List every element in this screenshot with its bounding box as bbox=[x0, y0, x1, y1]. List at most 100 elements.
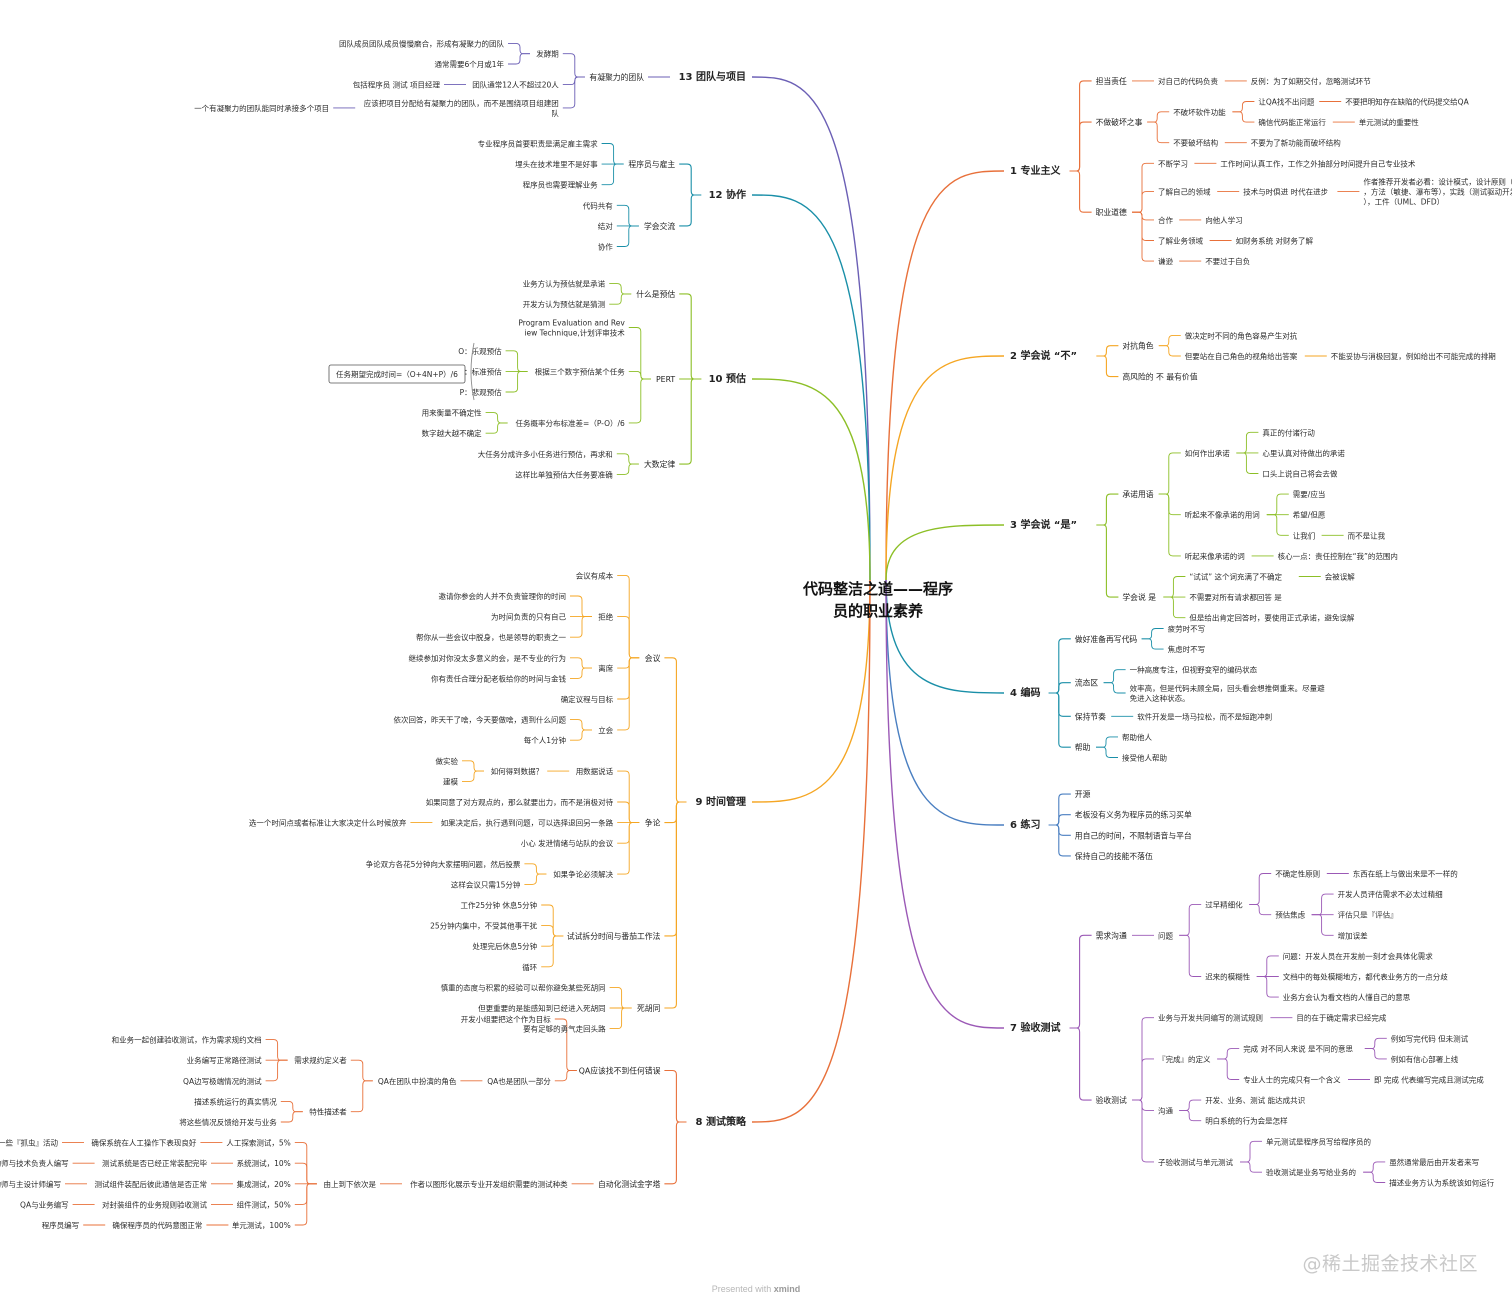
subtopic-l4-1[interactable]: 自动化测试金字塔 bbox=[598, 1179, 661, 1189]
subtopic-l3-0-1-2[interactable]: 帮你从一些会议中脱身，也是领导的职责之一 bbox=[416, 632, 566, 642]
subtopic-l3-3-2[interactable]: 要有足够的勇气走回头路 bbox=[523, 1024, 606, 1034]
subtopic-r2-1-1[interactable]: 不需要对所有请求都回答 是 bbox=[1189, 592, 1282, 602]
subtopic-l1-1[interactable]: 学会交流 bbox=[644, 221, 675, 231]
subtopic-r0-0-0-0[interactable]: 反例：为了如期交付，忽略测试环节 bbox=[1251, 76, 1371, 86]
subtopic-r3-1[interactable]: 流态区 bbox=[1075, 678, 1099, 688]
subtopic-r0-2-0-0[interactable]: 工作时间认真工作，工作之外抽部分时间提升自己专业技术 bbox=[1220, 158, 1415, 168]
subtopic-l4-1-0-0-1-0-0[interactable]: 系统架构师与技术负责人编写 bbox=[0, 1158, 69, 1168]
main-topic-r4[interactable]: 6 练习 bbox=[1010, 818, 1040, 831]
subtopic-l0-0-2-0[interactable]: 一个有凝聚力的团队能同时承接多个项目 bbox=[194, 103, 329, 113]
subtopic-r2-1[interactable]: 学会说 是 bbox=[1122, 592, 1156, 602]
subtopic-l4-1-0-0-4-0[interactable]: 确保程序员的代码意图正常 bbox=[112, 1220, 202, 1230]
subtopic-l2-1-1-0[interactable]: O：乐观预估 bbox=[458, 346, 502, 356]
subtopic-r2-0-2[interactable]: 听起来像承诺的词 bbox=[1185, 551, 1245, 561]
subtopic-l4-0-1-0-0-1[interactable]: 业务编写正常路径测试 bbox=[187, 1055, 262, 1065]
subtopic-l3-1-0-0-1[interactable]: 建模 bbox=[443, 776, 458, 786]
subtopic-l3-2-3[interactable]: 循环 bbox=[522, 962, 537, 972]
main-topic-l2[interactable]: 10 预估 bbox=[709, 372, 746, 385]
main-topic-l3[interactable]: 9 时间管理 bbox=[696, 795, 746, 808]
subtopic-r5-1-3-1[interactable]: 验收测试是业务写给业务的 bbox=[1266, 1167, 1356, 1177]
subtopic-l3-0-2[interactable]: 离席 bbox=[598, 663, 613, 673]
subtopic-l4-0-1-0-1[interactable]: 特性描述者 bbox=[309, 1107, 347, 1117]
subtopic-r0-1-1[interactable]: 不要破坏结构 bbox=[1173, 138, 1218, 148]
subtopic-r5-1-3[interactable]: 子验收测试与单元测试 bbox=[1158, 1157, 1233, 1167]
subtopic-l3-0-4[interactable]: 立会 bbox=[598, 725, 613, 735]
subtopic-r5-1-1-1[interactable]: 专业人士的完成只有一个含义 bbox=[1243, 1075, 1341, 1085]
subtopic-l2-1-1-2[interactable]: P：悲观预估 bbox=[460, 387, 503, 397]
subtopic-r0-2-1-0[interactable]: 技术与时俱进 时代在进步 bbox=[1243, 187, 1328, 197]
subtopic-r4-0[interactable]: 开源 bbox=[1075, 790, 1091, 799]
subtopic-l4-1-0-0-2[interactable]: 集成测试，20% bbox=[237, 1179, 291, 1189]
subtopic-l3-0-4-0[interactable]: 依次回答，昨天干了啥，今天要做啥，遇到什么问题 bbox=[394, 715, 567, 725]
subtopic-l4-1-0-0-3-0-0[interactable]: QA与业务编写 bbox=[20, 1199, 69, 1209]
subtopic-r5-1-1-1-0[interactable]: 即 完成 代表编写完成且测试完成 bbox=[1374, 1075, 1484, 1085]
subtopic-r0-2-2-0[interactable]: 向他人学习 bbox=[1205, 215, 1243, 225]
subtopic-r2-0-1-2[interactable]: 让我们 bbox=[1293, 530, 1316, 540]
subtopic-r0-2-1[interactable]: 了解自己的领域 bbox=[1158, 187, 1211, 197]
subtopic-l3-3-1[interactable]: 但更重要的是能感知到已经进入死胡同 bbox=[478, 1003, 606, 1013]
subtopic-r5-1-1-0[interactable]: 完成 对不同人来说 是不同的意思 bbox=[1243, 1044, 1353, 1054]
subtopic-r2-0-1[interactable]: 听起来不像承诺的用词 bbox=[1185, 510, 1260, 520]
subtopic-l4-1-0-0-0[interactable]: 人工探索测试，5% bbox=[226, 1138, 290, 1148]
subtopic-r5-1-3-1-0[interactable]: 虽然通常最后由开发者来写 bbox=[1389, 1157, 1479, 1167]
subtopic-l3-0-2-1[interactable]: 你有责任合理分配老板给你的时间与金钱 bbox=[431, 673, 566, 683]
subtopic-r5-1[interactable]: 验收测试 bbox=[1096, 1095, 1127, 1105]
subtopic-r0-0[interactable]: 担当责任 bbox=[1096, 76, 1127, 86]
subtopic-r0-2-0[interactable]: 不断学习 bbox=[1158, 158, 1188, 168]
subtopic-l3-0-1-0[interactable]: 邀请你参会的人并不负责管理你的时间 bbox=[439, 591, 567, 601]
subtopic-r3-3[interactable]: 帮助 bbox=[1075, 742, 1091, 752]
subtopic-l3-1-4-1[interactable]: 这样会议只需15分钟 bbox=[451, 879, 521, 889]
subtopic-r0-1-0-1[interactable]: 确信代码能正常运行 bbox=[1258, 117, 1326, 127]
subtopic-l4-1-0-0-0-0[interactable]: 确保系统在人工操作下表现良好 bbox=[91, 1138, 196, 1148]
subtopic-r0-1-0-1-0[interactable]: 单元测试的重要性 bbox=[1359, 117, 1419, 127]
subtopic-r4-1[interactable]: 老板没有义务为程序员的练习买单 bbox=[1075, 810, 1192, 820]
main-topic-l4[interactable]: 8 测试策略 bbox=[696, 1115, 747, 1128]
subtopic-l3-1-0[interactable]: 用数据说话 bbox=[576, 766, 614, 776]
subtopic-l3-1-2-0[interactable]: 选一个时间点或者标准让大家决定什么时候放弃 bbox=[249, 818, 407, 828]
subtopic-r2-1-0[interactable]: “试试” 这个词充满了不确定 bbox=[1189, 572, 1282, 582]
subtopic-l2-0-1[interactable]: 开发方认为预估就是猜测 bbox=[523, 299, 606, 309]
subtopic-r3-3-0[interactable]: 帮助他人 bbox=[1122, 732, 1152, 742]
subtopic-l4-1-0-0-0-0-0[interactable]: 一些『抓虫』活动 bbox=[0, 1138, 58, 1148]
subtopic-l4-1-0-0-1-0[interactable]: 测试系统是否已经正常装配完毕 bbox=[102, 1158, 207, 1168]
subtopic-l1-1-0[interactable]: 代码共有 bbox=[583, 200, 613, 210]
subtopic-l3-2-1[interactable]: 25分钟内集中，不受其他事干扰 bbox=[430, 921, 538, 931]
subtopic-l3-2-0[interactable]: 工作25分钟 休息5分钟 bbox=[460, 900, 537, 910]
subtopic-r0-1-0-0[interactable]: 让QA找不出问题 bbox=[1258, 97, 1315, 107]
subtopic-r0-2[interactable]: 职业道德 bbox=[1096, 207, 1127, 217]
subtopic-r2-0-0-2[interactable]: 口头上说自己将会去做 bbox=[1262, 469, 1337, 479]
subtopic-l2-0-0[interactable]: 业务方认为预估就是承诺 bbox=[523, 279, 606, 289]
subtopic-r4-3[interactable]: 保持自己的技能不落伍 bbox=[1075, 851, 1153, 861]
subtopic-l1-0-0[interactable]: 专业程序员首要职责是满足雇主需求 bbox=[478, 139, 598, 149]
subtopic-l1-1-1[interactable]: 结对 bbox=[598, 221, 613, 231]
subtopic-r5-0-0-0-0-0[interactable]: 东西在纸上与做出来是不一样的 bbox=[1353, 869, 1458, 879]
subtopic-l4-1-0-0-1[interactable]: 系统测试，10% bbox=[237, 1158, 291, 1168]
subtopic-l4-1-0-0-3[interactable]: 组件测试，50% bbox=[237, 1199, 291, 1209]
subtopic-l4-1-0-0[interactable]: 由上到下依次是 bbox=[324, 1179, 377, 1189]
subtopic-l4-0-1-0-1-1[interactable]: 将这些情况反馈给开发与业务 bbox=[179, 1117, 277, 1127]
subtopic-r0-2-2[interactable]: 合作 bbox=[1158, 215, 1174, 225]
subtopic-r5-0-0-1-1[interactable]: 文档中的每处模糊地方，都代表业务方的一点分歧 bbox=[1283, 972, 1448, 982]
subtopic-l4-0-1[interactable]: QA也是团队一部分 bbox=[487, 1076, 551, 1086]
subtopic-r5-0-0-0-1-0[interactable]: 开发人员评估需求不必太过精细 bbox=[1338, 889, 1443, 899]
subtopic-r1-0-1-0[interactable]: 不能妥协与消极回复，例如给出不可能完成的排期 bbox=[1331, 351, 1496, 361]
subtopic-l1-0-1[interactable]: 埋头在技术堆里不是好事 bbox=[515, 159, 598, 169]
subtopic-l4-1-0-0-4[interactable]: 单元测试，100% bbox=[232, 1220, 291, 1230]
subtopic-r2-1-2[interactable]: 但是给出肯定回答时，要使用正式承诺，避免误解 bbox=[1189, 613, 1354, 623]
subtopic-r2-1-0-0[interactable]: 会被误解 bbox=[1325, 572, 1355, 582]
subtopic-l2-1-1[interactable]: 根据三个数字预估某个任务 bbox=[535, 366, 625, 376]
subtopic-l3-0-1-1[interactable]: 为时间负责的只有自己 bbox=[491, 612, 566, 622]
subtopic-l4-0-1-0[interactable]: QA在团队中扮演的角色 bbox=[378, 1076, 457, 1086]
subtopic-l2-2-1[interactable]: 这样比单独预估大任务要准确 bbox=[515, 469, 613, 479]
subtopic-l2-0[interactable]: 什么是预估 bbox=[636, 289, 675, 299]
subtopic-l3-2[interactable]: 试试拆分时间与番茄工作法 bbox=[567, 931, 661, 941]
subtopic-r5-0-0[interactable]: 问题 bbox=[1158, 931, 1174, 940]
subtopic-l4-0-1-0-1-0[interactable]: 描述系统运行的真实情况 bbox=[194, 1096, 277, 1106]
subtopic-r2-0[interactable]: 承诺用语 bbox=[1122, 489, 1153, 499]
subtopic-l3-1-0-0[interactable]: 如何得到数据？ bbox=[491, 766, 544, 776]
subtopic-l3-0-2-0[interactable]: 继续参加对你没太多意义的会，是不专业的行为 bbox=[409, 653, 567, 663]
subtopic-r5-0[interactable]: 需求沟通 bbox=[1096, 930, 1127, 940]
subtopic-r5-1-2-1[interactable]: 明白系统的行为会是怎样 bbox=[1205, 1116, 1288, 1126]
subtopic-l4-0-1-0-0-0[interactable]: 和业务一起创建验收测试，作为需求规约文档 bbox=[112, 1035, 262, 1045]
subtopic-l3-3[interactable]: 死胡同 bbox=[637, 1003, 661, 1013]
